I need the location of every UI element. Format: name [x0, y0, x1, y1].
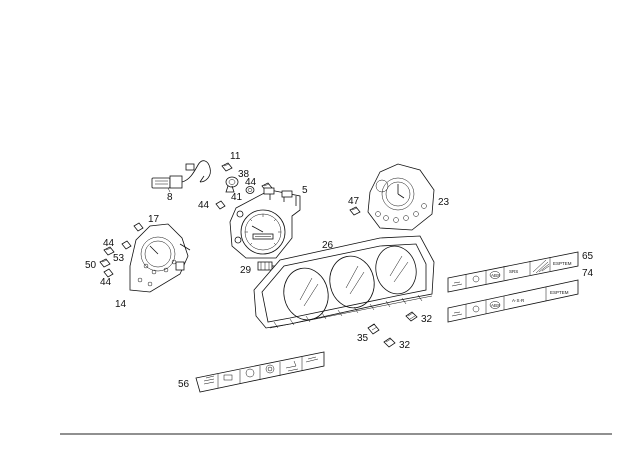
- label-part-23: 23: [438, 197, 450, 208]
- label-part-38: 38: [238, 169, 250, 180]
- part-26-cluster-lens: [253, 235, 435, 329]
- part-44-bulb-left: [121, 240, 132, 250]
- switch-74-abs-text: ABS: [491, 303, 500, 308]
- part-35-spring: [367, 323, 380, 335]
- label-part-44-top: 44: [245, 177, 257, 188]
- switch-65-esp-text: ESPTEM: [553, 261, 572, 266]
- part-8-sensor-cable: [151, 160, 211, 193]
- part-5-speedometer: [229, 187, 301, 259]
- part-32-bulb-upper: [405, 311, 418, 322]
- part-65-switch-panel: ABS SRS ESPTEM: [447, 251, 579, 293]
- part-32-bulb-lower: [383, 337, 396, 348]
- label-part-11: 11: [230, 151, 241, 162]
- part-44-bulb-lower: [103, 268, 114, 278]
- label-part-41: 41: [231, 192, 243, 203]
- label-part-32-lower: 32: [399, 340, 411, 351]
- label-part-32-upper: 32: [421, 314, 433, 325]
- part-44-bulb-mid: [215, 200, 226, 210]
- label-part-47: 47: [348, 196, 360, 207]
- part-74-switch-panel: ABS A·S·R ESPTEM: [447, 279, 579, 323]
- label-part-35: 35: [357, 333, 369, 344]
- label-part-29: 29: [240, 265, 252, 276]
- label-part-74: 74: [582, 268, 594, 279]
- label-part-44-lower: 44: [100, 277, 112, 288]
- label-part-65: 65: [582, 251, 594, 262]
- label-part-44-mid: 44: [198, 200, 210, 211]
- label-part-26: 26: [322, 240, 334, 251]
- label-part-8: 8: [167, 192, 173, 203]
- part-53-bulb: [103, 246, 115, 256]
- part-50-bulb: [99, 258, 111, 268]
- switch-74-asr-text: A·S·R: [512, 298, 525, 303]
- label-part-17: 17: [148, 214, 160, 225]
- part-56-switch-strip: [195, 351, 325, 393]
- part-47-bulb: [349, 206, 361, 216]
- label-part-50: 50: [85, 260, 97, 271]
- switch-65-srs-text: SRS: [509, 269, 518, 274]
- label-part-56: 56: [178, 379, 190, 390]
- label-part-53: 53: [113, 253, 125, 264]
- part-14-left-gauge: [129, 223, 191, 293]
- part-17-bulb: [133, 222, 144, 232]
- label-part-14: 14: [115, 299, 127, 310]
- part-11-bulb: [221, 162, 233, 172]
- part-29-connector: [257, 261, 276, 271]
- label-part-44-left: 44: [103, 238, 115, 249]
- part-38-bulb-holder: [225, 176, 239, 193]
- part-23-right-gauge: [367, 163, 435, 231]
- switch-65-abs-text: ABS: [491, 273, 500, 278]
- label-part-5: 5: [302, 185, 308, 196]
- part-41-bulb: [245, 186, 255, 194]
- switch-74-esp-text: ESPTEM: [550, 290, 569, 295]
